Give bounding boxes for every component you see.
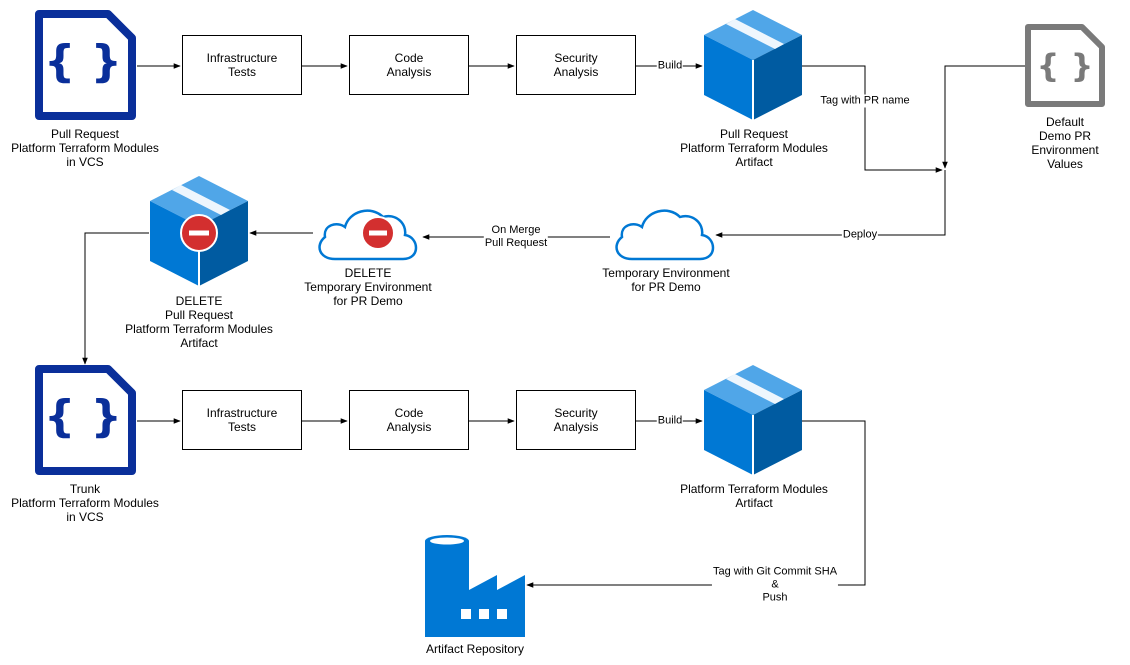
trunk-artifact-label: Platform Terraform Modules Artifact [680,482,828,510]
edge-to-trunk [82,232,149,365]
edge-tag-pr-name [802,65,943,173]
factory-icon [425,535,525,637]
curly-braces-document-icon: { } [35,10,136,120]
pr-vcs-label: Pull Request Platform Terraform Modules … [11,127,159,169]
security-analysis-step[interactable]: Security Analysis [516,35,636,95]
svg-text:{ }: { } [1037,47,1094,85]
curly-braces-document-icon: { } [1025,24,1105,107]
svg-text:{ }: { } [44,36,122,87]
delete-artifact-label: DELETE Pull Request Platform Terraform M… [125,294,273,350]
top-connectors [82,63,1025,365]
build-edge-label: Build [656,59,684,73]
package-cube-icon [704,365,802,475]
edge-defaults [942,65,1025,169]
cloud-icon [615,209,715,261]
edge-push [526,420,866,588]
curly-braces-document-icon: { } [35,365,136,475]
infrastructure-tests-step[interactable]: Infrastructure Tests [182,390,302,450]
edge-deploy [715,170,946,238]
package-cube-icon [150,176,248,286]
package-cube-icon [704,10,802,120]
pr-artifact-label: Pull Request Platform Terraform Modules … [680,127,828,169]
tag-pr-edge-label: Tag with PR name [819,94,911,108]
svg-text:{ }: { } [44,391,122,442]
minus-circle-icon [180,214,218,252]
code-analysis-step[interactable]: Code Analysis [349,35,469,95]
minus-circle-icon [361,216,395,250]
infrastructure-tests-step[interactable]: Infrastructure Tests [182,35,302,95]
default-values-label: Default Demo PR Environment Values [1031,115,1099,171]
push-edge-label: Tag with Git Commit SHA & Push [711,565,839,605]
on-merge-edge-label: On Merge Pull Request [483,224,549,250]
delete-environment-label: DELETE Temporary Environment for PR Demo [304,266,432,308]
security-analysis-step[interactable]: Security Analysis [516,390,636,450]
build-edge-label: Build [656,414,684,428]
code-analysis-step[interactable]: Code Analysis [349,390,469,450]
artifact-repository-label: Artifact Repository [425,642,525,656]
deploy-edge-label: Deploy [841,228,879,242]
trunk-vcs-label: Trunk Platform Terraform Modules in VCS [11,482,159,524]
temporary-environment-label: Temporary Environment for PR Demo [602,266,730,294]
